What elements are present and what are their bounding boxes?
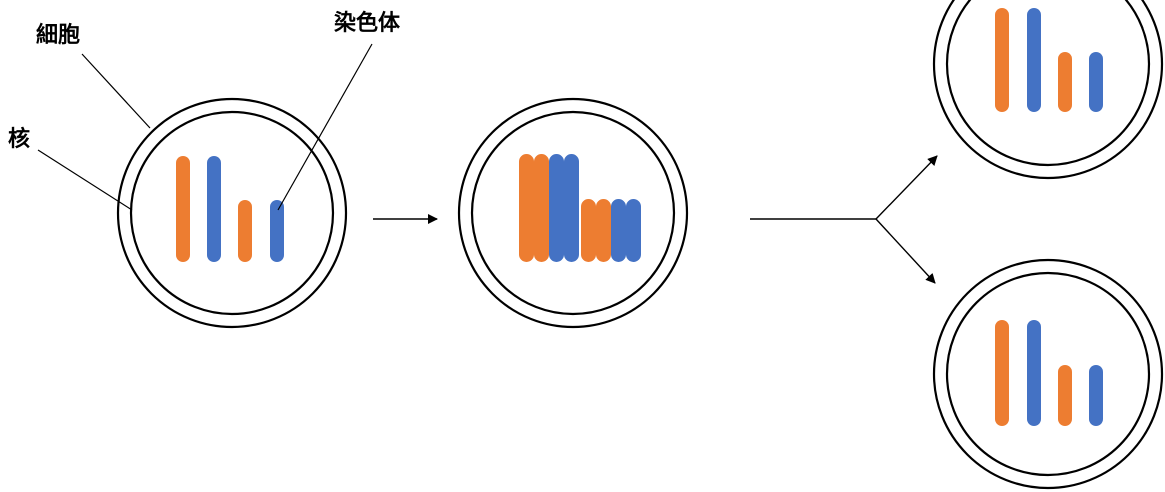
chromosome-blue-short (626, 199, 641, 262)
chromosome-blue-long (1027, 320, 1041, 426)
cell-membrane (932, 258, 1164, 490)
division-arrow-down (875, 218, 936, 284)
division-arrow-up (875, 155, 938, 220)
chromosome-blue-short (270, 200, 284, 262)
chromosome-orange-long (519, 154, 534, 262)
chromosome-orange-long (534, 154, 549, 262)
chromosome-blue-short (1089, 52, 1103, 112)
chromosome-orange-short (1058, 52, 1072, 112)
nucleus-membrane (945, 0, 1151, 167)
chromosome-orange-long (995, 8, 1009, 112)
cell-membrane (932, 0, 1164, 180)
original-cell (116, 97, 348, 329)
chromosome-orange-long (995, 320, 1009, 426)
chromosome-orange-short (238, 200, 252, 262)
nucleus-membrane (945, 271, 1151, 477)
chromosome-orange-short (1058, 365, 1072, 426)
nucleus-membrane (470, 110, 676, 316)
cell-membrane (457, 97, 689, 329)
chromosome-orange-short (581, 199, 596, 262)
cell-pointer-line (81, 53, 151, 129)
cell-membrane (116, 97, 348, 329)
daughter-cell-bottom (932, 258, 1164, 490)
nucleus-label: 核 (8, 126, 31, 152)
chromosome-blue-long (564, 154, 579, 262)
cell-label: 細胞 (36, 22, 81, 48)
nucleus-membrane (129, 110, 335, 316)
chromosome-blue-long (207, 156, 221, 262)
chromosome-label: 染色体 (334, 10, 401, 36)
chromosome-orange-short (596, 199, 611, 262)
nucleus-pointer-line (37, 149, 133, 211)
chromosome-pointer-line (277, 43, 373, 211)
daughter-cell-top (932, 0, 1164, 180)
chromosome-blue-long (1027, 8, 1041, 112)
replicated-cell (457, 97, 689, 329)
chromosome-blue-short (611, 199, 626, 262)
chromosome-blue-long (549, 154, 564, 262)
chromosome-orange-long (176, 156, 190, 262)
chromosome-blue-short (1089, 365, 1103, 426)
arrow-division (750, 155, 938, 284)
